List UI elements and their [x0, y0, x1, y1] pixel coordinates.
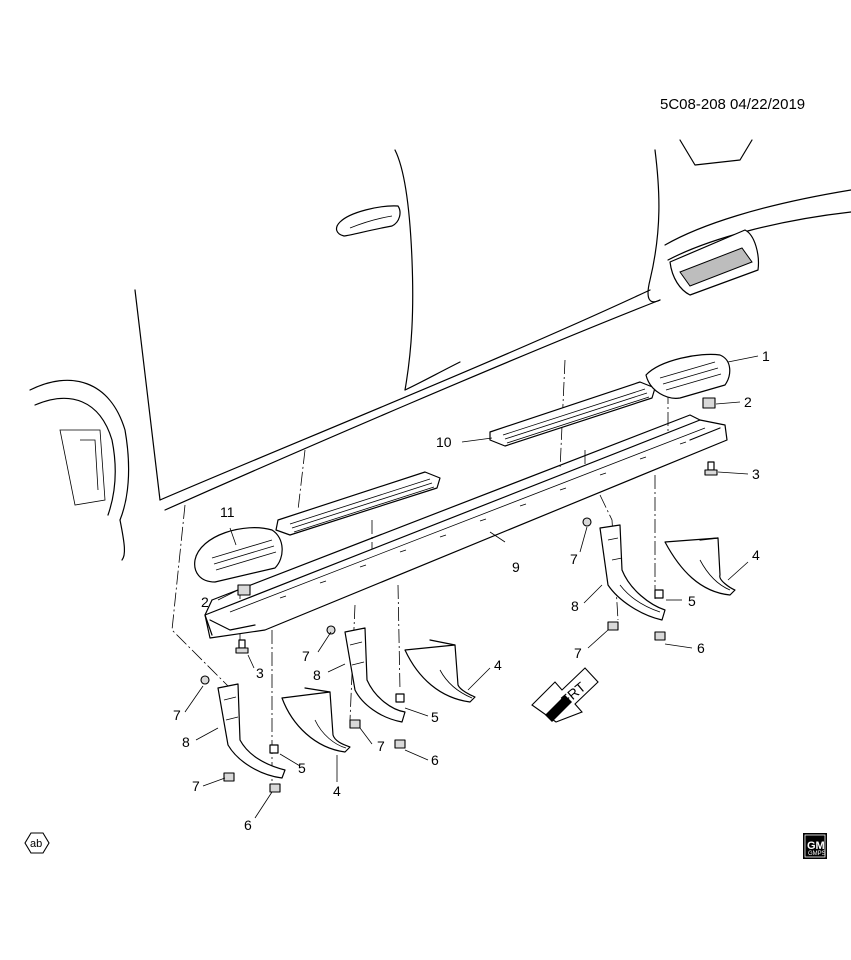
diagram-reference-id: 5C08-208 04/22/2019 — [660, 96, 806, 113]
callout-2-rear: 2 — [201, 594, 209, 610]
callout-10: 10 — [436, 434, 452, 450]
deflector-middle — [404, 639, 476, 703]
nut-right — [654, 589, 664, 599]
gm-logo-text: GM — [807, 840, 825, 852]
ab-badge-label: ab — [30, 838, 42, 850]
callout-numbers: 1 2 3 10 11 2 3 9 7 8 5 4 6 7 7 8 4 5 7 … — [173, 348, 770, 833]
bolt-6-left — [269, 783, 281, 793]
callout-8-left: 8 — [182, 734, 190, 750]
bolt-7-middle-top — [326, 625, 336, 635]
callout-11: 11 — [220, 504, 235, 520]
callout-7-left-top: 7 — [173, 707, 181, 723]
retainer-clip-front — [702, 397, 716, 409]
bolt-7-right-top — [582, 517, 592, 527]
bolt-7-middle-bottom — [349, 719, 361, 729]
callout-4-left: 4 — [333, 783, 341, 799]
callout-3-rear: 3 — [256, 665, 264, 681]
callout-6-left: 6 — [244, 817, 252, 833]
bolt-6-right — [654, 631, 666, 641]
callout-6-right: 6 — [697, 640, 705, 656]
front-end-cap — [645, 353, 731, 399]
vehicle-body-outline — [29, 139, 851, 561]
callout-5-right: 5 — [688, 593, 696, 609]
nut-left — [269, 744, 279, 754]
callout-7-right-bottom: 7 — [574, 645, 582, 661]
callout-7-left-bottom: 7 — [192, 778, 200, 794]
step-pad-front — [489, 381, 656, 447]
callout-2-front: 2 — [744, 394, 752, 410]
callout-7-middle-top: 7 — [302, 648, 310, 664]
running-board-rail — [204, 414, 728, 639]
callout-8-middle: 8 — [313, 667, 321, 683]
bolt-6-middle — [394, 739, 406, 749]
callout-5-middle: 5 — [431, 709, 439, 725]
callout-leaders — [184, 355, 759, 819]
nut-middle — [395, 693, 405, 703]
callout-5-left: 5 — [298, 760, 306, 776]
bolt-7-right-bottom — [607, 621, 619, 631]
step-pad-rear — [275, 471, 441, 536]
callout-7-middle-bottom: 7 — [377, 738, 385, 754]
bolt-rear — [235, 639, 249, 654]
bolt-7-left-bottom — [223, 772, 235, 782]
callout-7-right-top: 7 — [570, 551, 578, 567]
bracket-middle — [344, 627, 406, 723]
callout-4-middle: 4 — [494, 657, 502, 673]
callout-6-middle: 6 — [431, 752, 439, 768]
bracket-right — [599, 524, 666, 621]
bracket-left — [217, 683, 286, 779]
ab-badge: ab — [24, 832, 50, 854]
callout-3-front: 3 — [752, 466, 760, 482]
deflector-left — [281, 687, 351, 753]
callout-8-right: 8 — [571, 598, 579, 614]
callout-1: 1 — [762, 348, 770, 364]
front-direction-arrow: FRT — [531, 667, 599, 723]
callout-9: 9 — [512, 559, 520, 575]
retainer-clip-rear — [237, 584, 251, 596]
deflector-right — [664, 537, 736, 596]
gm-logo-subtext: GMPS — [808, 851, 826, 857]
rear-end-cap — [194, 527, 283, 583]
bolt-front — [704, 461, 718, 476]
gm-logo: GM GMPS — [803, 833, 827, 859]
bolt-7-left-top — [200, 675, 210, 685]
callout-4-right: 4 — [752, 547, 760, 563]
